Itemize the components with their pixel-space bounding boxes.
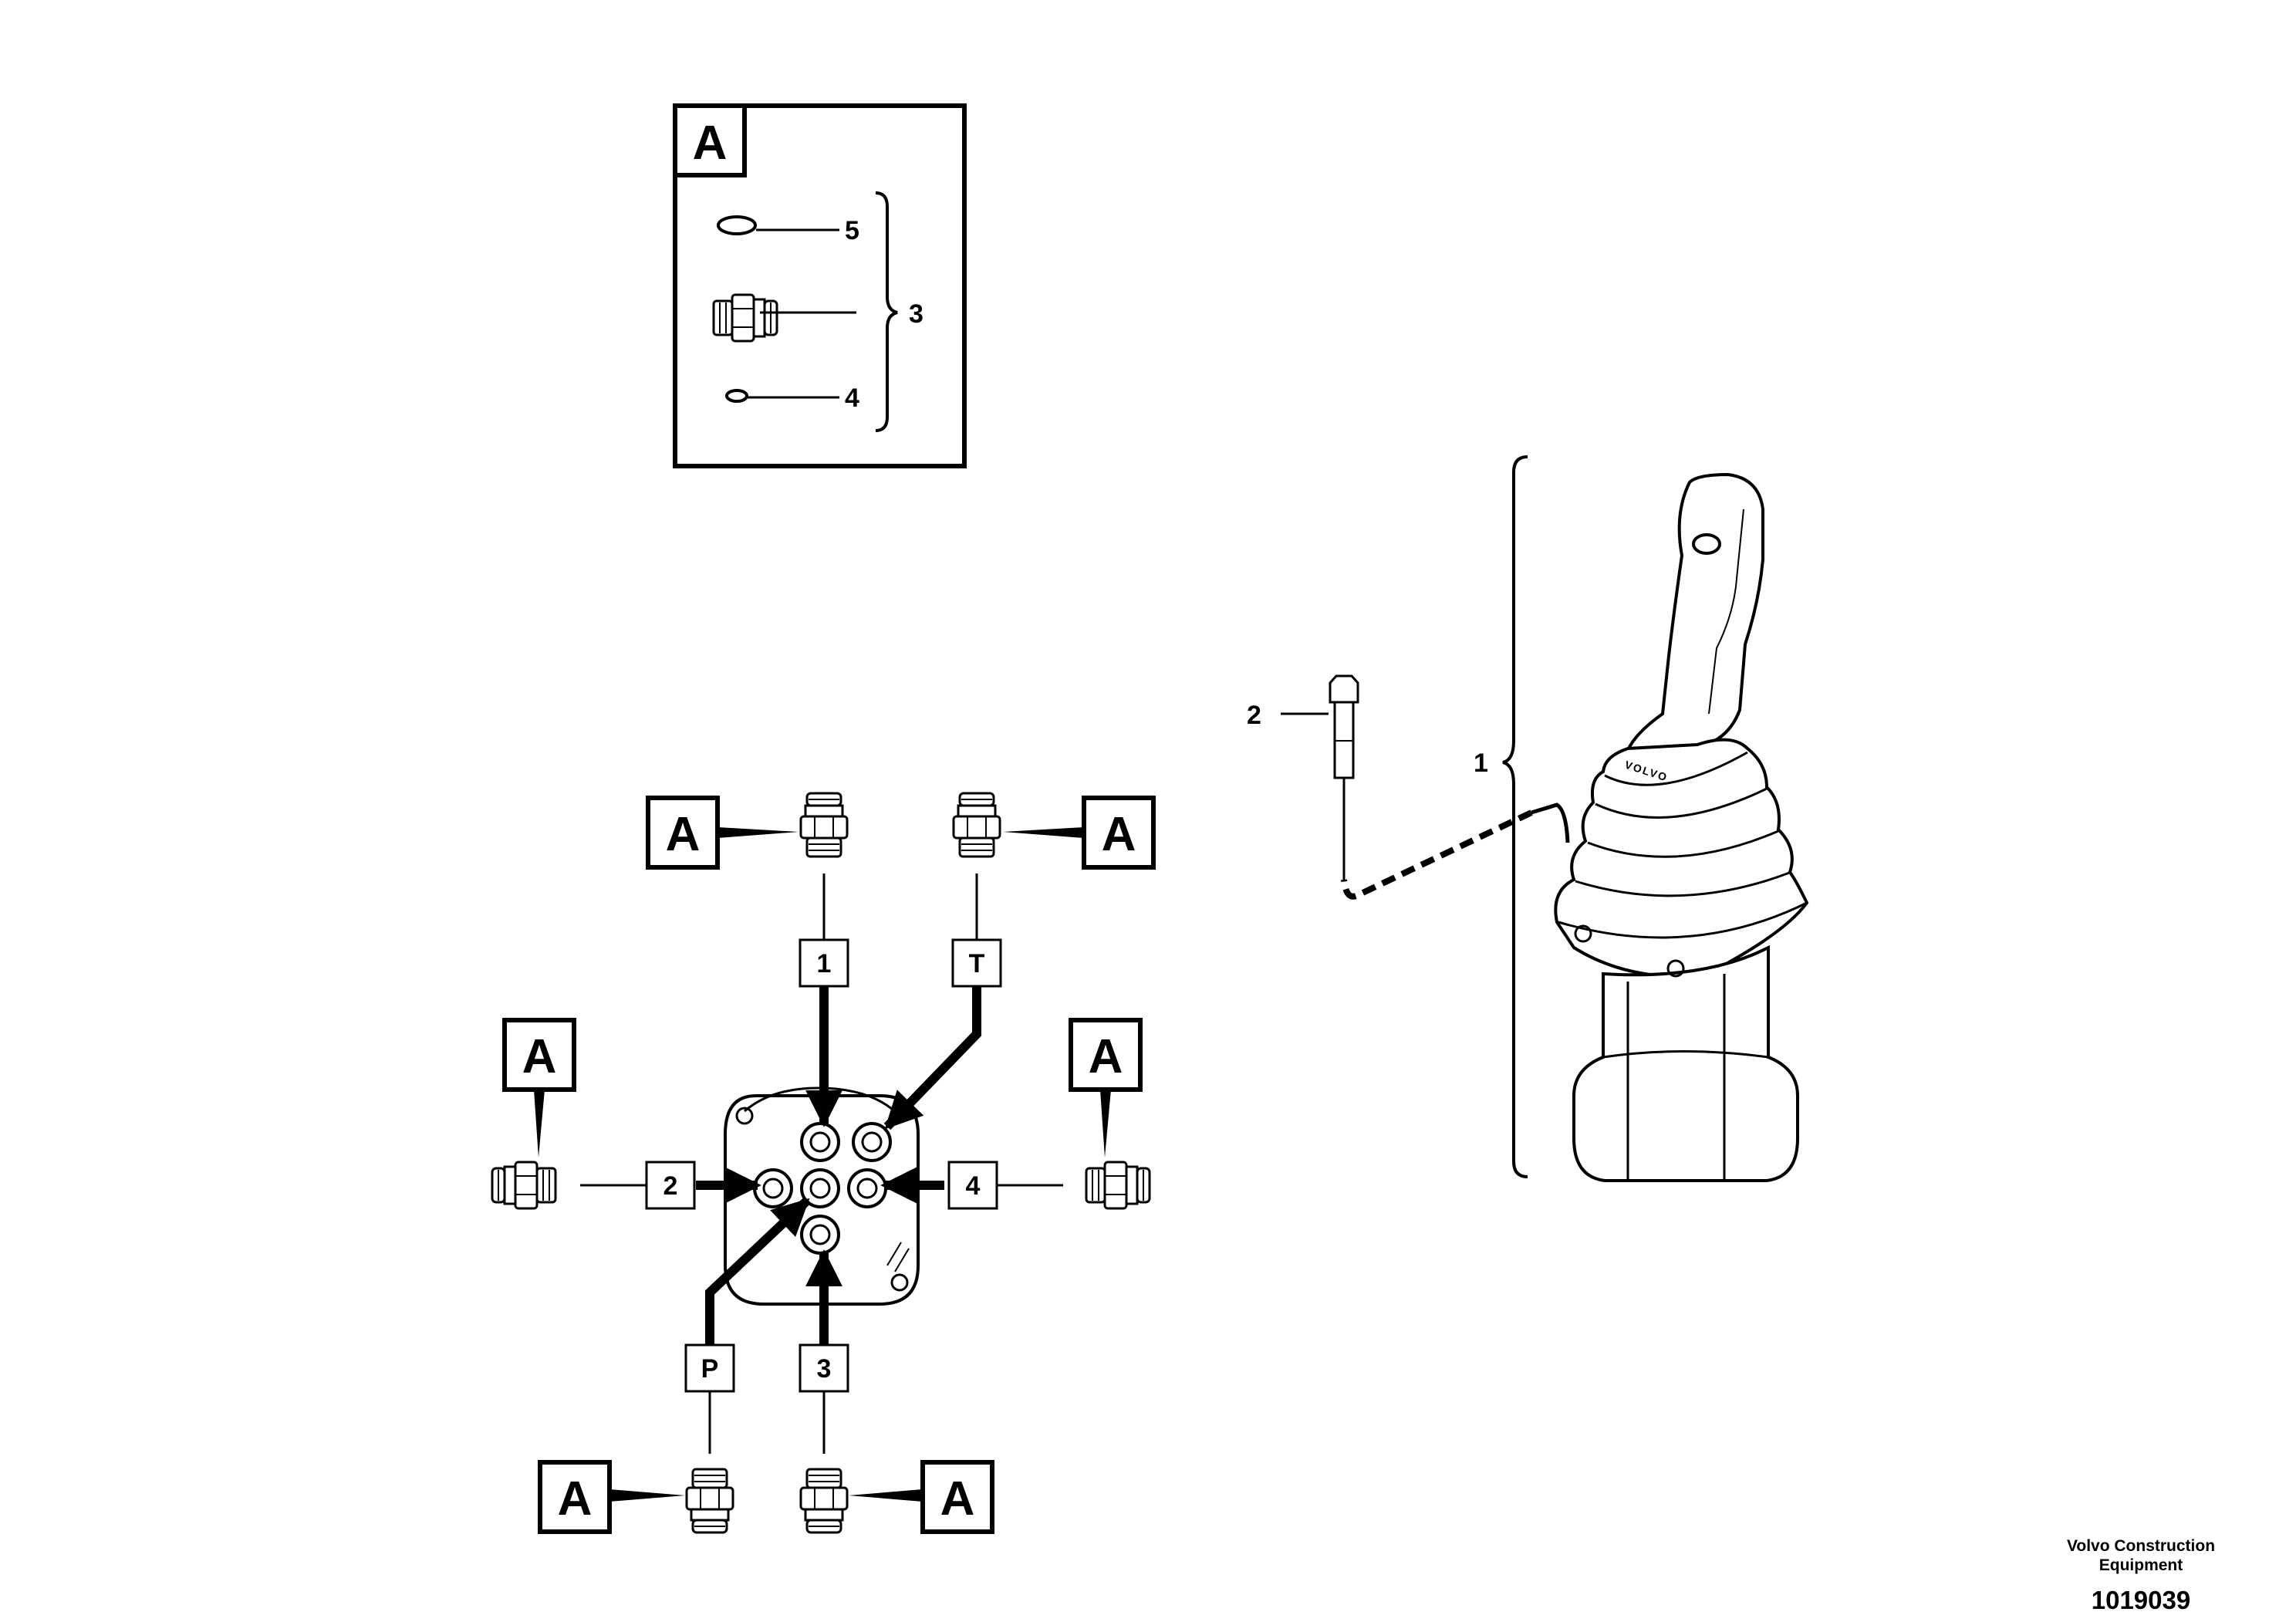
fitting-icon bbox=[685, 1468, 734, 1534]
footer: Volvo Construction Equipment 1019039 bbox=[2067, 1537, 2215, 1614]
port-label-t-text: T bbox=[969, 949, 985, 978]
pilot-valve-assembly: 1 T 2 4 P 3 bbox=[491, 792, 1156, 1534]
callout-5: 5 bbox=[845, 216, 859, 245]
callout-a-bottom-left: A bbox=[538, 1460, 685, 1534]
callout-a-text: A bbox=[666, 808, 701, 861]
callout-a-text: A bbox=[1089, 1030, 1123, 1083]
callout-a-text: A bbox=[1102, 808, 1136, 861]
company-line-2: Equipment bbox=[2099, 1556, 2183, 1574]
base-housing bbox=[1572, 944, 1799, 1182]
mount-hole-icon bbox=[735, 1107, 754, 1125]
trigger-button-icon bbox=[1692, 533, 1721, 555]
o-ring-small-icon bbox=[725, 389, 748, 403]
rubber-boot bbox=[1554, 738, 1809, 978]
port-label-3-text: 3 bbox=[817, 1354, 832, 1384]
port-label-1-text: 1 bbox=[817, 949, 832, 978]
port-label-4: 4 bbox=[947, 1161, 998, 1210]
company-line-1: Volvo Construction bbox=[2067, 1537, 2215, 1555]
bolt-icon bbox=[1329, 674, 1359, 880]
callout-a-text: A bbox=[522, 1030, 557, 1083]
fitting-icon bbox=[952, 792, 1001, 858]
cable-solid bbox=[1531, 803, 1570, 843]
port-label-3: 3 bbox=[799, 1343, 849, 1393]
o-ring-large-icon bbox=[717, 215, 757, 235]
port-label-2: 2 bbox=[645, 1161, 696, 1210]
fitting-icon bbox=[712, 293, 778, 343]
fitting-icon bbox=[491, 1161, 557, 1210]
detail-box-a: A 5 4 3 bbox=[673, 103, 967, 468]
mount-hole-icon bbox=[890, 1273, 909, 1292]
fitting-icon bbox=[799, 792, 849, 858]
callout-a-text: A bbox=[940, 1472, 975, 1526]
detail-box-title: A bbox=[693, 117, 728, 170]
cable-dashed bbox=[1341, 809, 1533, 900]
port-label-4-text: 4 bbox=[966, 1171, 981, 1201]
callout-4: 4 bbox=[845, 384, 859, 413]
callout-a-left: A bbox=[502, 1018, 576, 1157]
callout-a-top-left: A bbox=[646, 796, 799, 870]
callout-a-right: A bbox=[1069, 1018, 1143, 1157]
drawing-number: 1019039 bbox=[2092, 1586, 2190, 1614]
callout-a-bottom-right: A bbox=[849, 1460, 994, 1534]
callout-2: 2 bbox=[1247, 701, 1261, 730]
port-arrows bbox=[696, 986, 981, 1344]
port-label-1: 1 bbox=[799, 938, 849, 988]
fitting-leaders bbox=[580, 874, 1063, 1454]
detail-brace bbox=[875, 191, 898, 432]
fitting-icon bbox=[799, 1468, 849, 1534]
fitting-icon bbox=[1085, 1161, 1151, 1210]
callout-a-text: A bbox=[558, 1472, 593, 1526]
callout-a-top-right: A bbox=[1003, 796, 1156, 870]
port-label-t: T bbox=[951, 938, 1002, 988]
detail-box-frame bbox=[673, 103, 967, 468]
port-label-2-text: 2 bbox=[663, 1171, 678, 1201]
joystick-assembly: 1 VOLVO 2 bbox=[1247, 455, 1809, 1182]
callout-1: 1 bbox=[1474, 748, 1488, 778]
detail-box-title-frame bbox=[673, 103, 747, 177]
callout-3: 3 bbox=[909, 299, 923, 329]
valve-port-icons bbox=[753, 1122, 892, 1255]
joystick-brace bbox=[1502, 455, 1528, 1178]
port-label-p: P bbox=[684, 1343, 735, 1393]
port-label-p-text: P bbox=[701, 1354, 719, 1384]
